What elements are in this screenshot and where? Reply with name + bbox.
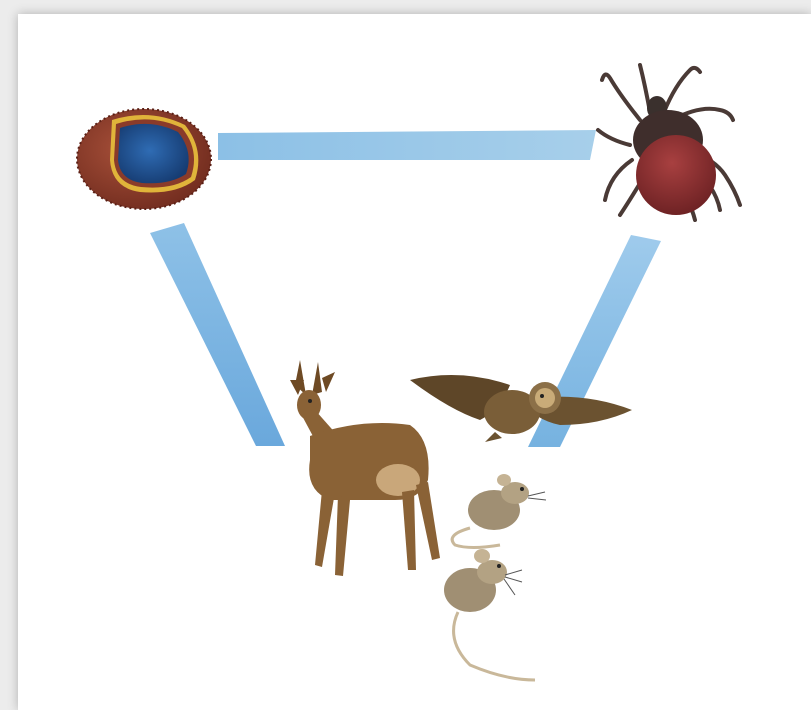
deer-icon: [290, 360, 440, 576]
link-virus-hosts: [150, 223, 285, 446]
tick-icon: [598, 65, 740, 220]
owl-icon: [410, 375, 632, 442]
virus-particle-icon: [77, 109, 211, 209]
mouse-icon: [444, 549, 535, 680]
mouse-icon: [452, 474, 546, 548]
link-virus-tick: [218, 130, 596, 160]
